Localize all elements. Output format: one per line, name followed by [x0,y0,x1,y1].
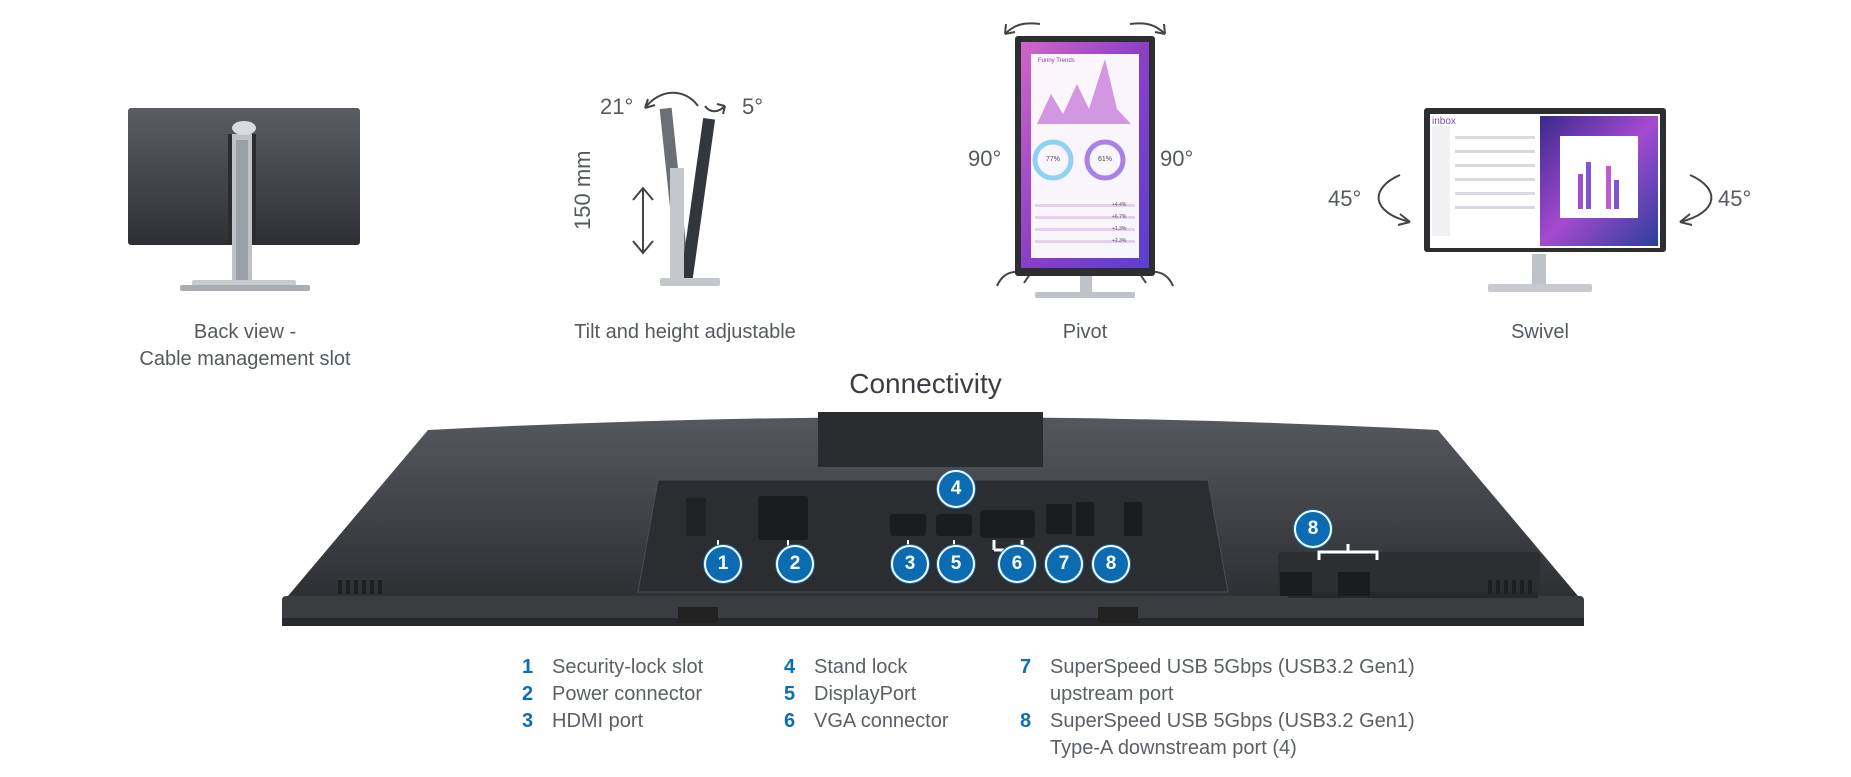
swivel-right-angle: 45° [1718,186,1752,211]
tilt-view-caption: Tilt and height adjustable [574,321,796,343]
swivel-left-angle: 45° [1328,186,1362,211]
legend-item-8-line2: Type-A downstream port (4) [1050,737,1297,759]
swivel-left-arrow-icon [1377,174,1411,226]
callout-5: 5 [937,545,975,583]
tilt-forward-angle: 5° [742,94,764,119]
connectivity-title: Connectivity [849,368,1002,399]
pivot-gauge-2: 61% [1098,156,1113,163]
height-range-label: 150 mm [570,150,595,230]
callout-2: 2 [776,545,814,583]
callout-3: 3 [891,545,929,583]
pivot-row-3: +1.3% [1112,226,1127,232]
callout-7: 7 [1045,545,1083,583]
pivot-right-angle: 90° [1160,146,1194,171]
back-view-illustration [120,100,380,300]
tilt-back-angle: 21° [600,94,634,119]
callout-1: 1 [704,545,742,583]
pivot-view-caption: Pivot [1062,321,1108,343]
swivel-view-illustration [1420,104,1670,304]
pivot-row-1: +4.4% [1112,202,1127,208]
callout-6: 6 [998,545,1036,583]
legend-item-7-line2: upstream port [1050,683,1174,705]
pivot-view-illustration [985,14,1185,304]
pivot-gauge-1: 77% [1046,156,1061,163]
monitor-bottom-illustration [278,412,1588,648]
pivot-screen-title: Funny Trends [1038,58,1075,64]
callout-8a: 8 [1092,545,1130,583]
pivot-row-2: +6.7% [1112,214,1127,220]
tilt-view-illustration [600,88,760,303]
callout-8b: 8 [1294,510,1332,548]
swivel-right-arrow-icon [1679,174,1713,226]
pivot-left-angle: 90° [968,146,1002,171]
callout-4: 4 [937,470,975,508]
swivel-view-caption: Swivel [1511,321,1569,343]
swivel-inbox-label: inbox [1432,116,1456,127]
pivot-row-4: +2.3% [1112,238,1127,244]
back-view-caption: Back view - Cable management slot [139,321,351,370]
